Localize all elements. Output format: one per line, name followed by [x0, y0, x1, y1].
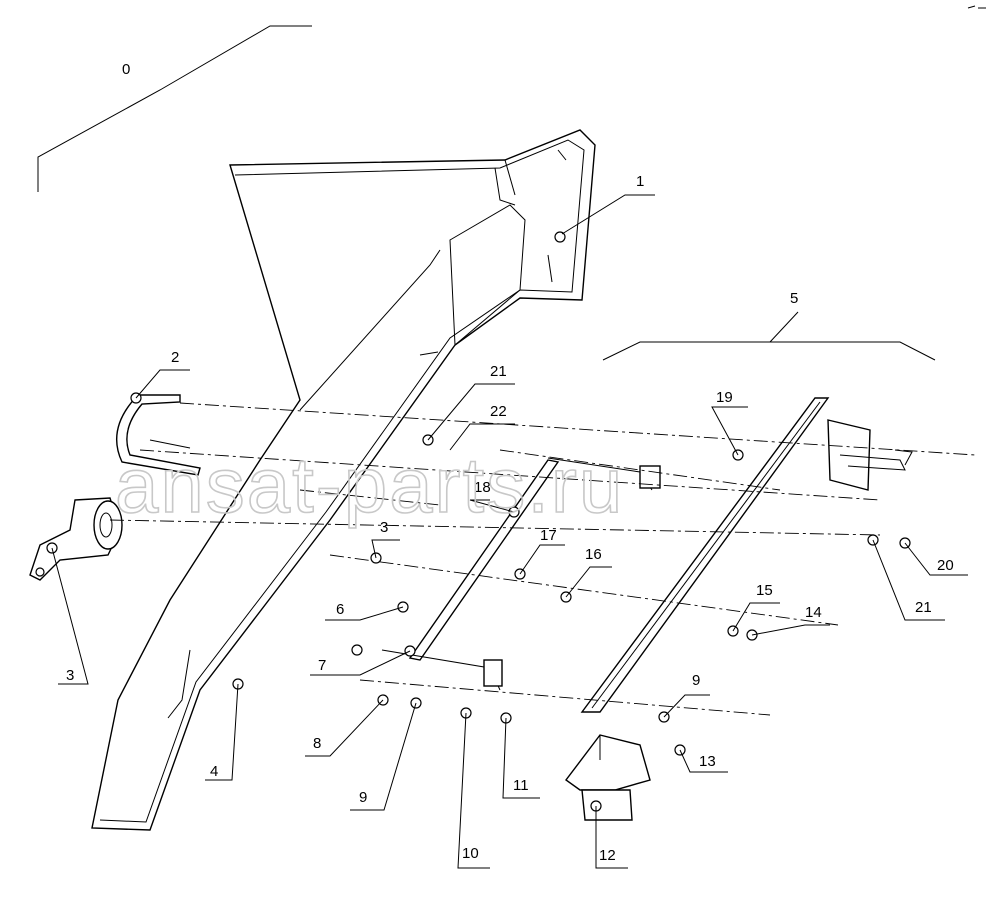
callout-11: 11	[513, 777, 529, 794]
callout-9-left: 9	[359, 789, 367, 806]
u-bracket	[115, 394, 201, 476]
callout-14: 14	[805, 604, 822, 621]
callout-labels: 0 1 2 3 3 4 5 6 7 8 9 9 10 11 12 13 14 1…	[66, 61, 954, 864]
callout-21-right: 21	[915, 599, 932, 616]
callout-5: 5	[790, 290, 798, 307]
callout-13: 13	[699, 753, 716, 770]
callout-8: 8	[313, 735, 321, 752]
rods	[381, 457, 661, 691]
callout-7: 7	[318, 657, 326, 674]
callout-10: 10	[462, 845, 479, 862]
callout-9-right: 9	[692, 672, 700, 689]
callout-21-top: 21	[490, 363, 507, 380]
side-rail	[580, 397, 830, 713]
callout-16: 16	[585, 546, 602, 563]
callout-20: 20	[937, 557, 954, 574]
callout-3-center: 3	[380, 519, 388, 536]
hinge-bracket	[29, 497, 123, 581]
corner-mark	[967, 5, 986, 9]
callout-1: 1	[636, 173, 644, 190]
callout-22: 22	[490, 403, 507, 420]
main-arm-frame	[91, 129, 596, 831]
callout-15: 15	[756, 582, 773, 599]
callout-6: 6	[336, 601, 344, 618]
mounting-bracket	[565, 734, 651, 821]
callout-17: 17	[540, 527, 557, 544]
axis-lines	[109, 402, 976, 716]
callout-18: 18	[474, 479, 491, 496]
callout-2: 2	[171, 349, 179, 366]
leader-lines	[37, 25, 968, 869]
callout-12: 12	[599, 847, 616, 864]
watermark-text: ansat-parts.ru	[115, 441, 624, 529]
callout-3-left: 3	[66, 667, 74, 684]
callout-19: 19	[716, 389, 733, 406]
callout-0: 0	[122, 61, 130, 78]
right-end-bracket	[827, 419, 913, 491]
callout-4: 4	[210, 763, 218, 780]
